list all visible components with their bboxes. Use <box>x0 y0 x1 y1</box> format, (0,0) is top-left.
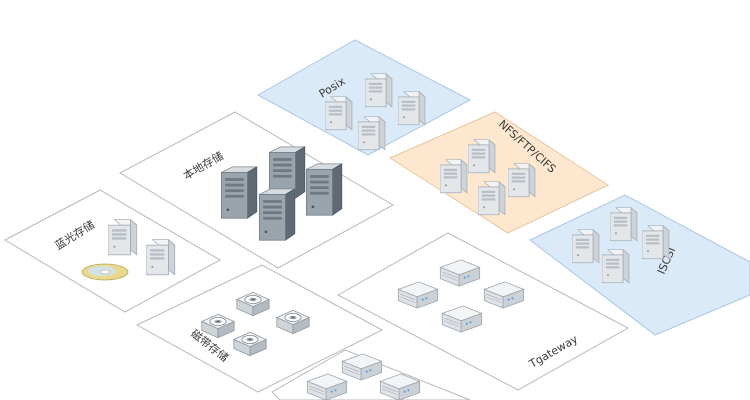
server-icon <box>108 219 138 256</box>
zone-iscsi: ISCSI <box>529 194 750 336</box>
server-icon <box>220 166 258 219</box>
zone-local-storage: 本地存储 <box>118 111 395 269</box>
zone-posix: Posix <box>256 39 472 156</box>
server-icon <box>146 239 176 276</box>
zone-bluray-storage: 蓝光存储 <box>3 189 222 313</box>
zone-nfs-ftp-cifs: NFS/FTP/CIFS <box>388 111 610 234</box>
server-icon <box>305 163 343 216</box>
disc-icon <box>81 263 129 281</box>
server-icon <box>258 188 296 241</box>
zone-bottom <box>271 349 471 400</box>
